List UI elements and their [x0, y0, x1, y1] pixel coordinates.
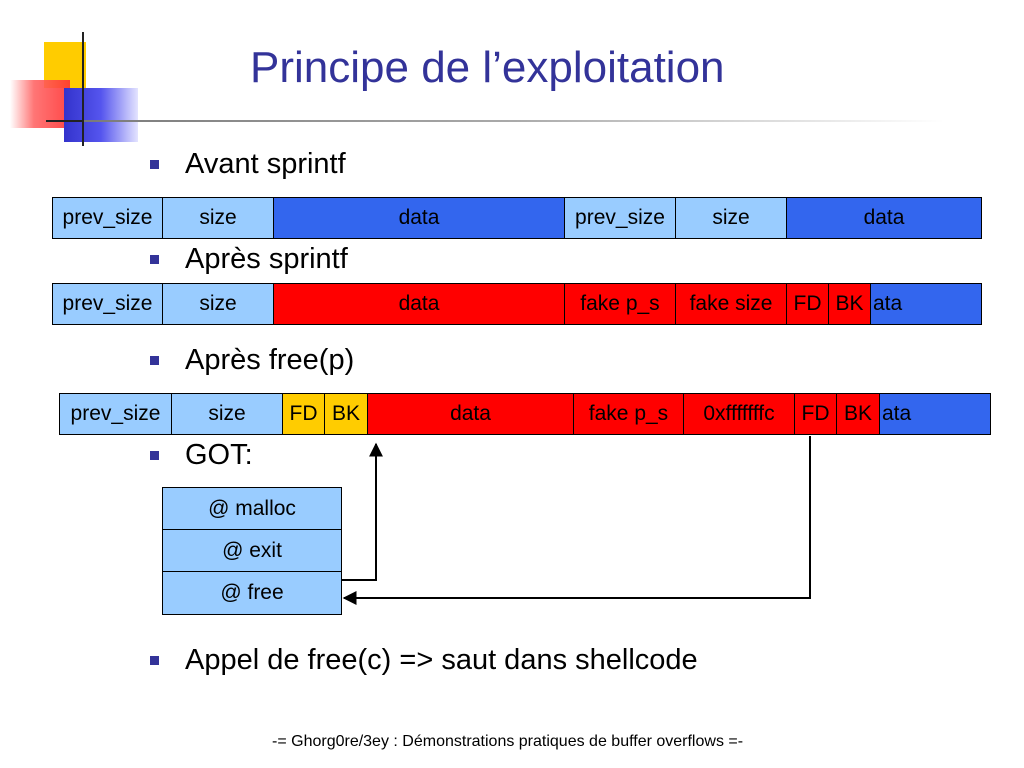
cell-fake-size: fake size	[676, 284, 787, 324]
cell-fake-size-value: 0xfffffffc	[684, 394, 795, 434]
cell-bk: BK	[829, 284, 871, 324]
cell-fd: FD	[283, 394, 325, 434]
cell-size: size	[172, 394, 283, 434]
bullet-text: Avant sprintf	[185, 148, 346, 180]
memory-row-apres-sprintf: prev_size size data fake p_s fake size F…	[52, 283, 982, 325]
cell-data-overflow: ata	[880, 394, 990, 434]
logo-vertical-line	[82, 32, 84, 146]
cell-data: data	[274, 198, 565, 238]
memory-row-apres-free: prev_size size FD BK data fake p_s 0xfff…	[59, 393, 991, 435]
cell-prev-size: prev_size	[60, 394, 172, 434]
memory-row-avant-sprintf: prev_size size data prev_size size data	[52, 197, 982, 239]
bullet-square-icon	[150, 451, 159, 460]
cell-data-overflow: ata	[871, 284, 981, 324]
cell-bk: BK	[325, 394, 368, 434]
cell-size: size	[676, 198, 787, 238]
cell-size: size	[163, 198, 274, 238]
cell-prev-size: prev_size	[53, 284, 163, 324]
slide-footer: -= Ghorg0re/3ey : Démonstrations pratiqu…	[272, 733, 744, 750]
cell-fd: FD	[795, 394, 837, 434]
slide-title: Principe de l’exploitation	[250, 43, 725, 92]
got-entry-exit: @ exit	[163, 530, 341, 572]
got-table: @ malloc @ exit @ free	[162, 487, 342, 615]
arrow-fd-to-got-free	[342, 436, 811, 605]
cell-fd: FD	[787, 284, 829, 324]
bullet-text: Appel de free(c) => saut dans shellcode	[185, 644, 698, 676]
cell-prev-size: prev_size	[565, 198, 676, 238]
got-entry-free: @ free	[163, 572, 341, 614]
title-underline	[84, 120, 944, 122]
logo-blue-square	[64, 88, 138, 142]
bullet-square-icon	[150, 160, 159, 169]
cell-fake-prev-size: fake p_s	[574, 394, 684, 434]
arrow-free-to-shellcode	[342, 442, 383, 581]
got-entry-malloc: @ malloc	[163, 488, 341, 530]
bullet-square-icon	[150, 255, 159, 264]
bullet-text: Après sprintf	[185, 243, 348, 275]
bullet-text: GOT:	[185, 439, 253, 471]
bullet-text: Après free(p)	[185, 344, 355, 376]
cell-bk: BK	[837, 394, 880, 434]
cell-prev-size: prev_size	[53, 198, 163, 238]
cell-size: size	[163, 284, 274, 324]
cell-data: data	[274, 284, 565, 324]
cell-fake-prev-size: fake p_s	[565, 284, 676, 324]
cell-data: data	[787, 198, 981, 238]
bullet-square-icon	[150, 656, 159, 665]
cell-data: data	[368, 394, 574, 434]
bullet-square-icon	[150, 356, 159, 365]
